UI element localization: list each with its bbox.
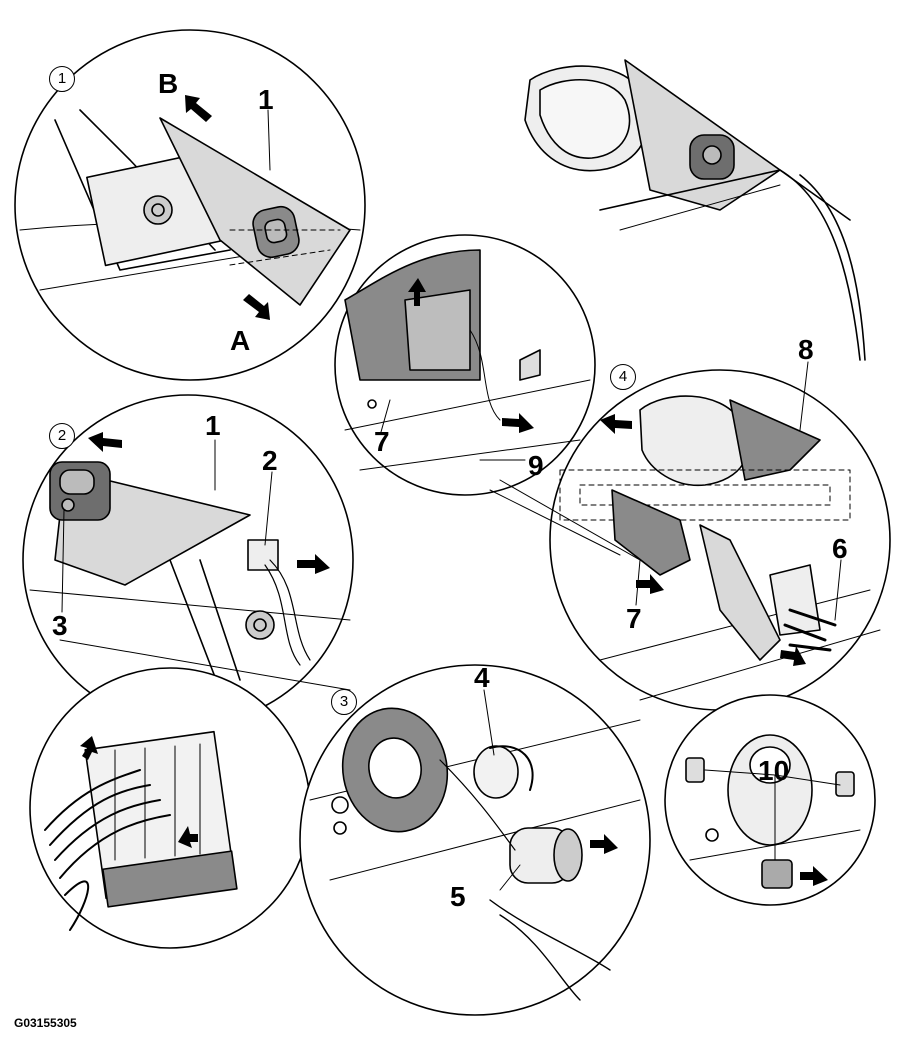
step-marker-1: 1 bbox=[49, 66, 75, 92]
detail-circle-step-3 bbox=[299, 664, 651, 1016]
detail-circle-10 bbox=[664, 694, 876, 906]
mirror-triangle-panel bbox=[159, 117, 351, 306]
detail-circle-step-1 bbox=[14, 29, 366, 381]
callout-6: 6 bbox=[832, 533, 848, 564]
callout-a: A bbox=[230, 325, 251, 356]
direction-arrows bbox=[80, 95, 828, 886]
callout-10: 10 bbox=[758, 755, 790, 786]
detail-circle-step-4 bbox=[549, 369, 891, 711]
callout-5: 5 bbox=[450, 881, 466, 912]
step-marker-2: 2 bbox=[49, 423, 75, 449]
callout-b: B bbox=[158, 68, 179, 99]
mirror-assembly-overview bbox=[524, 59, 866, 361]
callout-2: 2 bbox=[262, 445, 278, 476]
figure-code: G03155305 bbox=[14, 1016, 77, 1030]
callout-7-right: 7 bbox=[626, 603, 642, 634]
bracket-7 bbox=[611, 489, 691, 576]
step-marker-4: 4 bbox=[610, 364, 636, 390]
step-marker-3: 3 bbox=[331, 689, 357, 715]
connector-2 bbox=[247, 539, 279, 571]
detail-circle-connector bbox=[29, 667, 311, 949]
callout-9: 9 bbox=[528, 450, 544, 481]
callout-3: 3 bbox=[52, 610, 68, 641]
callout-7-center: 7 bbox=[374, 426, 390, 457]
callout-1-mid: 1 bbox=[205, 410, 221, 441]
callout-8: 8 bbox=[798, 334, 814, 365]
callout-1-top: 1 bbox=[258, 84, 274, 115]
detail-circle-step-2 bbox=[22, 394, 354, 726]
callout-4: 4 bbox=[474, 662, 490, 693]
detail-circle-center bbox=[334, 234, 596, 496]
leader-lines bbox=[61, 109, 842, 891]
